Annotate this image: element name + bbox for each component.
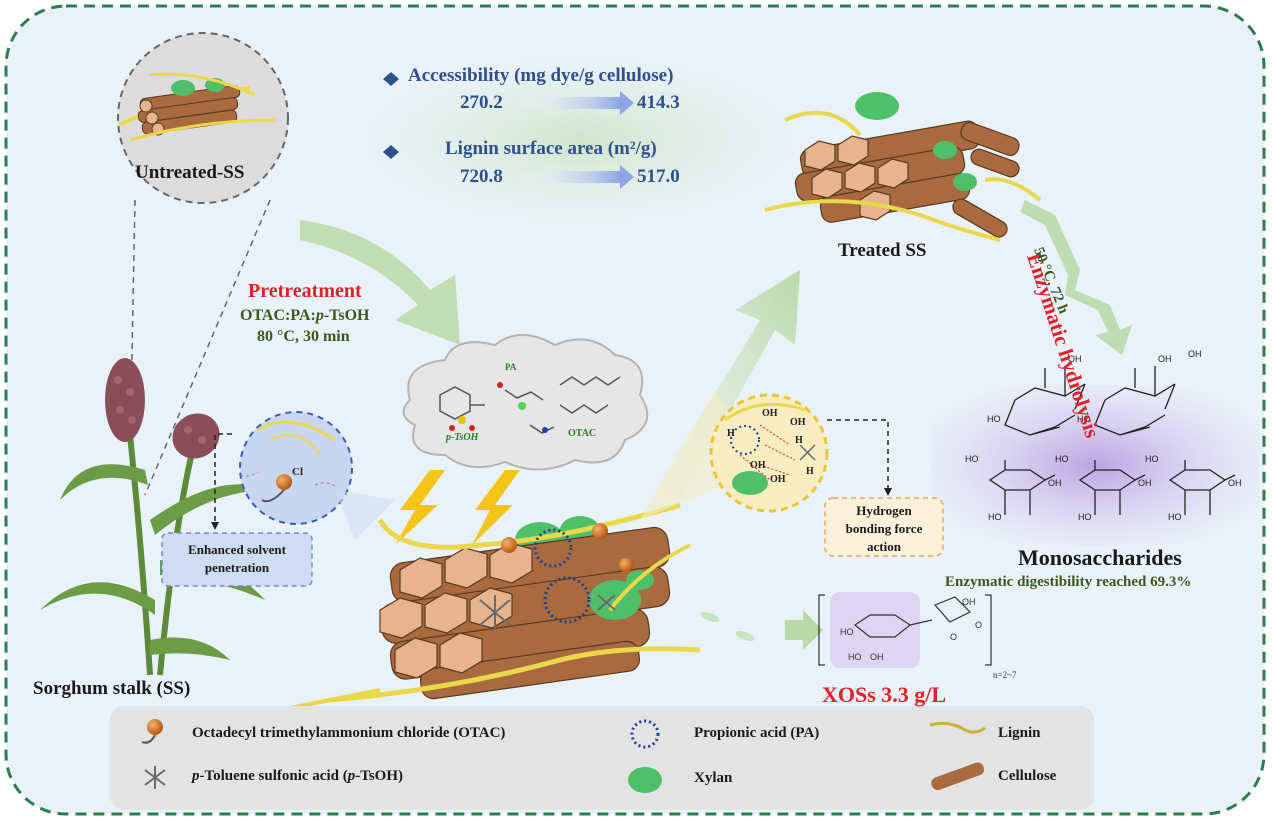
svg-text:HO: HO — [848, 652, 862, 662]
hbond-h-3: H — [806, 466, 814, 477]
cellulose-icon — [931, 762, 985, 791]
legend-xylan-text: Xylan — [694, 770, 733, 786]
lightning-bolt — [395, 470, 445, 545]
legend-ptsoh-text: p-Toluene sulfonic acid (p-TsOH) — [192, 768, 404, 784]
metric-1-label: Accessibility (mg dye/g cellulose) — [408, 65, 674, 86]
xos-label: XOSs 3.3 g/L — [822, 682, 947, 707]
treated-fiber-bundle — [764, 92, 1042, 242]
metric-1-before: 270.2 — [460, 92, 503, 113]
treated-label: Treated SS — [838, 240, 927, 261]
pa-icon — [630, 719, 660, 749]
svg-text:HO: HO — [1168, 512, 1182, 522]
legend-lignin-text: Lignin — [998, 725, 1041, 741]
legend-panel — [110, 706, 1094, 810]
penetration-circle — [239, 411, 353, 525]
hbond-box — [824, 497, 944, 557]
svg-text:OH: OH — [1188, 349, 1202, 359]
svg-text:OH: OH — [1048, 478, 1062, 488]
diamond-bullet — [383, 72, 399, 86]
xos-structure — [818, 594, 992, 666]
hbond-cluster — [724, 402, 816, 495]
metric-glow — [360, 55, 800, 225]
diamond-bullet — [383, 145, 399, 159]
hbond-h-2: H — [795, 435, 803, 446]
svg-text:O: O — [950, 632, 957, 642]
lignin-icon — [929, 721, 986, 734]
svg-text:OH: OH — [1228, 478, 1242, 488]
svg-text:HO: HO — [1078, 512, 1092, 522]
svg-text:OH: OH — [962, 597, 976, 607]
pretreatment-title: Pretreatment — [248, 280, 362, 302]
svg-text:HO: HO — [1077, 414, 1091, 424]
metric-2-label: Lignin surface area (m²/g) — [445, 138, 657, 159]
solvent-cloud — [402, 334, 649, 471]
svg-text:HO: HO — [840, 627, 854, 637]
metric-arrow — [520, 97, 620, 109]
hbond-oh-2: OH — [790, 417, 806, 428]
hbond-oh-1: OH — [762, 408, 778, 419]
svg-text:OH: OH — [870, 652, 884, 662]
central-fiber-bundle — [279, 502, 823, 712]
cloud-label-otac: OTAC — [568, 428, 597, 439]
lightning-bolt — [472, 470, 520, 545]
svg-text:HO: HO — [987, 414, 1001, 424]
xos-subscript: n=2~7 — [993, 670, 1017, 680]
legend-cellulose-text: Cellulose — [998, 768, 1057, 784]
metric-arrow — [520, 171, 620, 183]
ptsoh-icon — [144, 766, 166, 789]
sorghum-label: Sorghum stalk (SS) — [33, 678, 191, 699]
legend-icons — [141, 719, 986, 793]
metric-2-after: 517.0 — [637, 166, 680, 187]
cloud-label-pa: PA — [505, 362, 517, 372]
svg-text:HO: HO — [988, 512, 1002, 522]
hydrolysis-arrow — [1020, 200, 1132, 355]
svg-text:HO: HO — [1145, 454, 1159, 464]
untreated-label: Untreated-SS — [135, 162, 245, 183]
penetration-box — [161, 532, 313, 587]
svg-text:OH: OH — [1138, 478, 1152, 488]
pretreatment-solvent: OTAC:PA:p-TsOH — [240, 307, 370, 324]
svg-text:OH: OH — [1158, 354, 1172, 364]
svg-text:O: O — [975, 620, 982, 630]
xos-box — [830, 592, 920, 668]
untreated-fiber-bundle — [119, 72, 276, 142]
monosaccharides-label: Monosaccharides — [1018, 545, 1182, 570]
pretreatment-conditions: 80 °C, 30 min — [257, 328, 350, 345]
cloud-label-ptsoh: p-TsOH — [446, 432, 479, 443]
hbond-oh-4: OH — [770, 474, 786, 485]
pretreatment-arrow — [300, 220, 460, 345]
legend-otac-text: Octadecyl trimethylammonium chloride (OT… — [192, 725, 506, 741]
monosaccharide-oh-labels: OH OH OH HO HO HO HO HO HO HO HO OH OH OH — [965, 349, 1242, 522]
digestibility-text: Enzymatic digestibility reached 69.3% — [945, 574, 1192, 590]
xylan-icon — [628, 767, 662, 793]
legend-pa-text: Propionic acid (PA) — [694, 725, 820, 741]
hbond-h-1: H — [727, 428, 735, 439]
svg-text:HO: HO — [1055, 454, 1069, 464]
monosaccharide-structures — [988, 366, 1236, 515]
penetration-cl-label: Cl — [292, 466, 303, 478]
metric-2-before: 720.8 — [460, 166, 503, 187]
svg-text:OH: OH — [1068, 354, 1082, 364]
hbond-oh-3: OH — [750, 460, 766, 471]
otac-icon — [147, 719, 163, 735]
metric-1-after: 414.3 — [637, 92, 680, 113]
svg-text:HO: HO — [965, 454, 979, 464]
